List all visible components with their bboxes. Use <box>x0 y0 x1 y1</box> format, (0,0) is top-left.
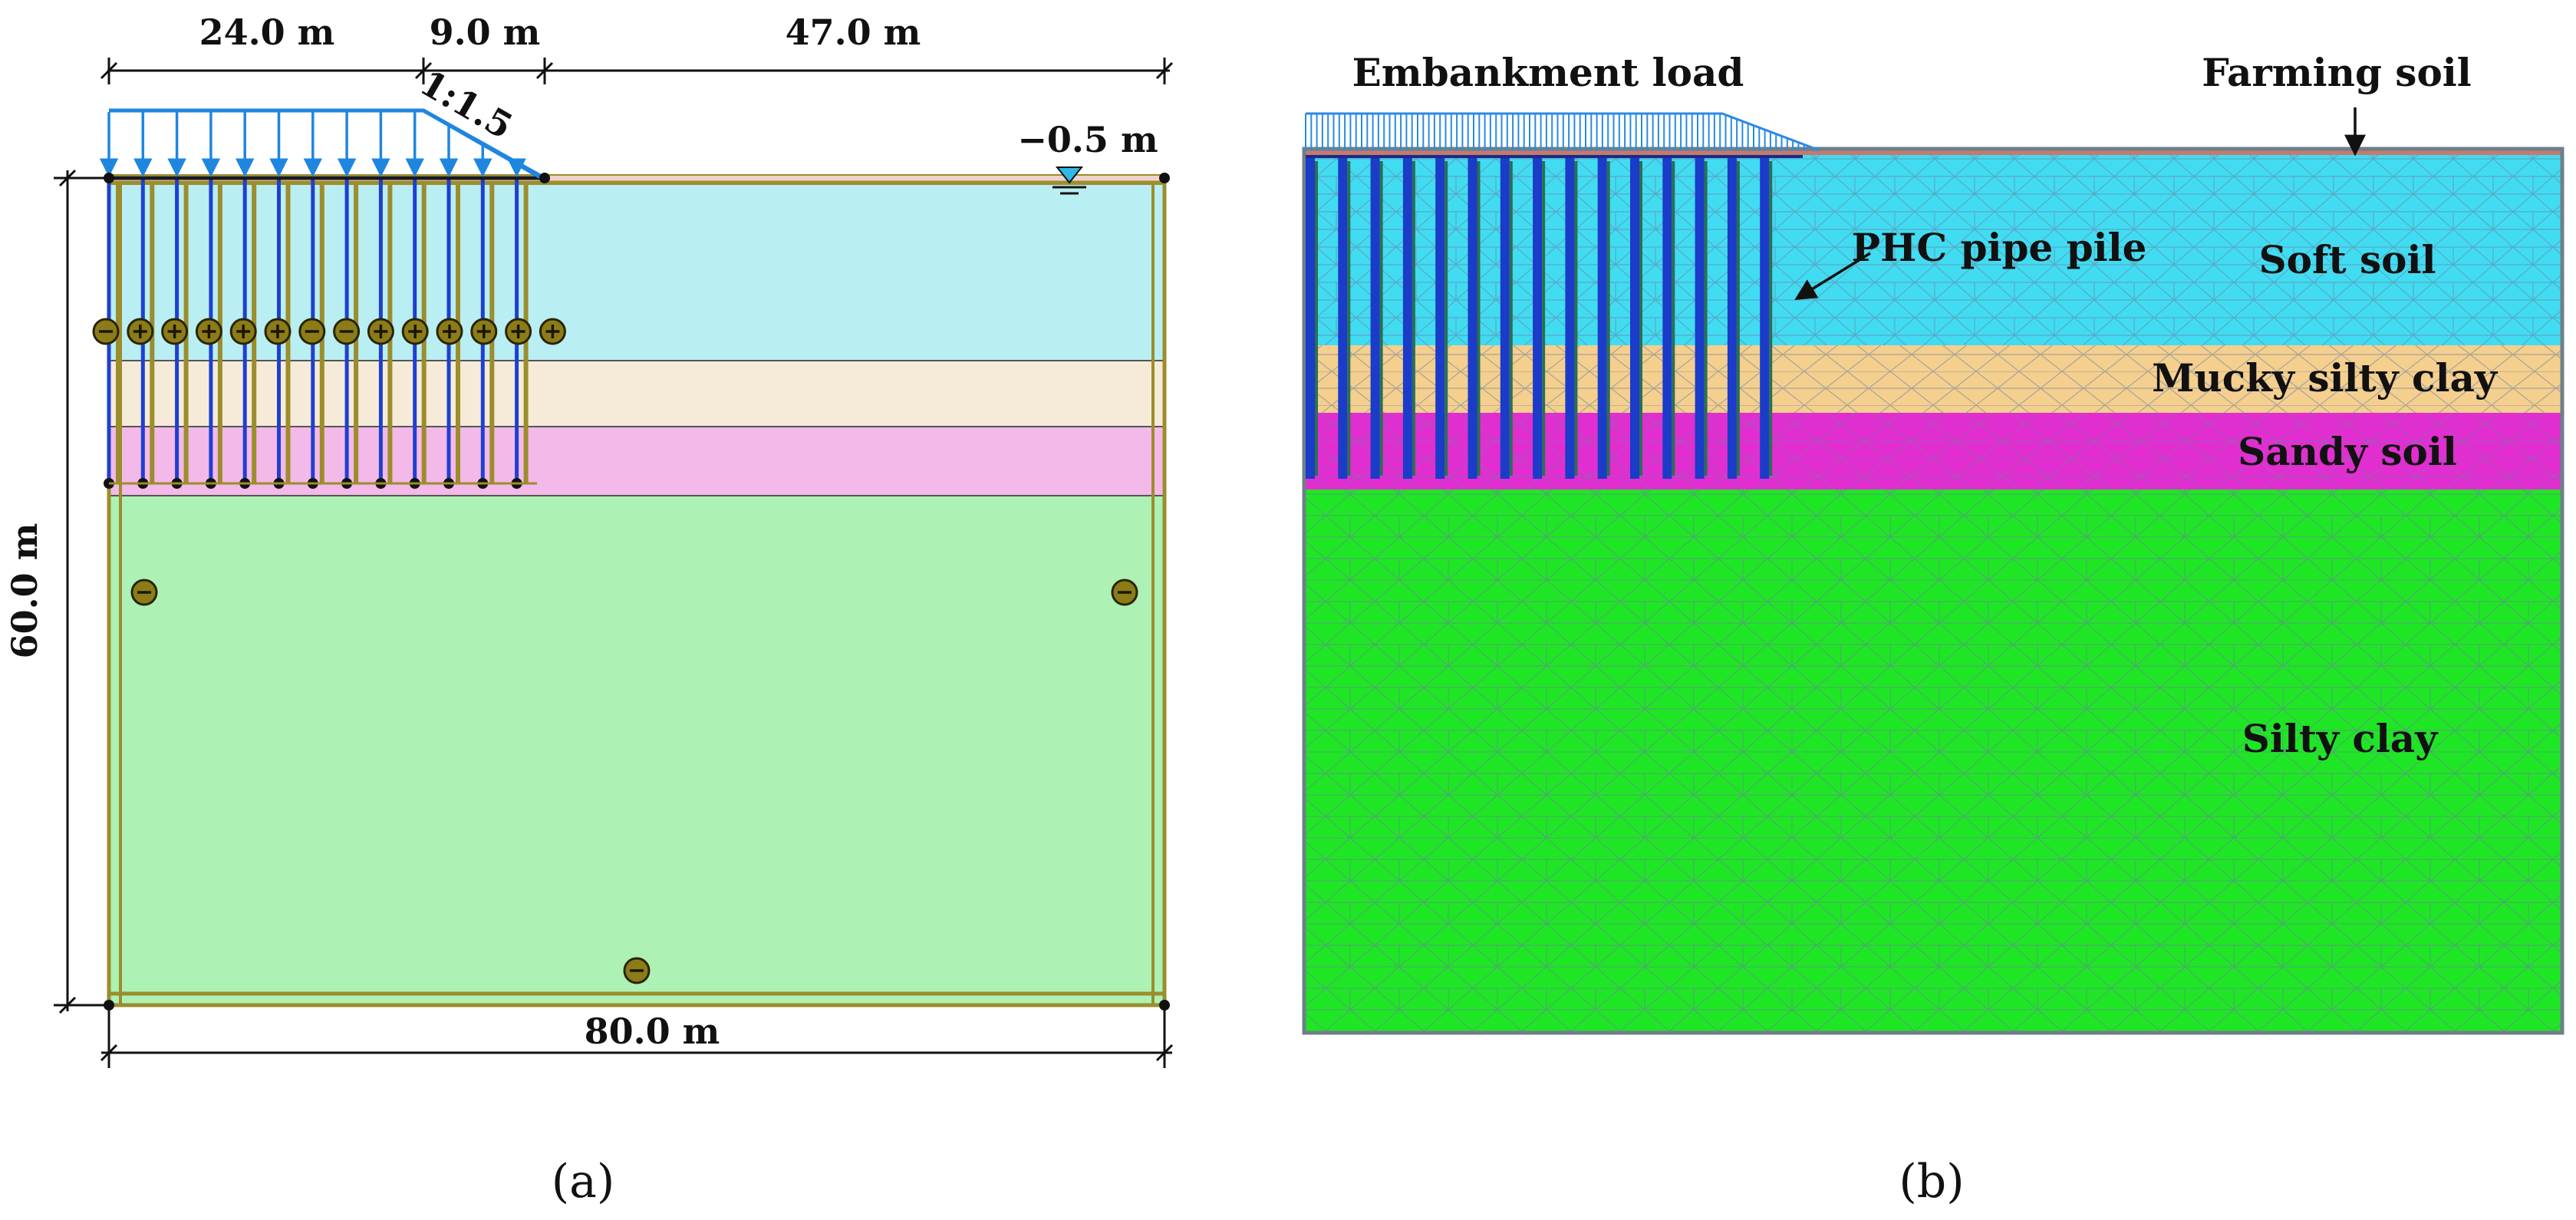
a-dim-60m: 60.0 m <box>4 523 45 659</box>
b-label-embankment-load: Embankment load <box>1352 50 1744 95</box>
a-anchor-symbol <box>229 318 257 345</box>
a-height-dimension <box>54 169 109 1014</box>
a-anchor-symbol <box>130 579 158 606</box>
a-water-level-label: −0.5 m <box>1017 119 1158 160</box>
b-pile <box>1306 157 1315 479</box>
b-label-silty-clay: Silty clay <box>2242 716 2439 761</box>
a-anchor-symbol <box>505 318 532 345</box>
a-anchor-symbol <box>623 957 651 984</box>
b-label-mucky-silty-clay: Mucky silty clay <box>2152 355 2499 401</box>
b-pile <box>1597 157 1607 479</box>
a-layer-silty-clay <box>109 496 1164 1005</box>
a-load-arrows <box>99 112 526 177</box>
a-model-boundary <box>107 180 1167 1007</box>
a-anchor-symbol <box>1111 579 1138 606</box>
a-anchor-symbol <box>367 318 394 345</box>
a-anchor-symbol <box>195 318 222 345</box>
a-dim-9m: 9.0 m <box>430 12 541 53</box>
a-width-dimension <box>100 1007 1174 1068</box>
b-pile <box>1370 157 1380 479</box>
a-anchor-points <box>92 318 1138 984</box>
a-anchor-symbol <box>539 318 566 345</box>
b-pile-group <box>1306 155 1803 479</box>
panel-a: −0.5 m 24.0 m 9.0 m 47.0 m 1:1.5 60.0 m <box>4 12 1174 1208</box>
b-pile <box>1500 157 1510 479</box>
b-caption: (b) <box>1899 1155 1964 1208</box>
a-anchor-symbol <box>436 318 463 345</box>
a-anchor-symbol <box>161 318 189 345</box>
b-pile <box>1338 157 1348 479</box>
b-pile <box>1402 157 1412 479</box>
b-label-phc-pipe-pile: PHC pipe pile <box>1852 225 2147 270</box>
b-pile <box>1468 157 1477 479</box>
b-pile-label-arrow <box>1794 252 1871 300</box>
a-caption: (a) <box>552 1155 615 1208</box>
b-pile <box>1727 157 1737 479</box>
a-anchor-symbol <box>333 318 361 345</box>
b-pile <box>1533 157 1543 479</box>
a-anchor-symbol <box>264 318 292 345</box>
b-load-arrows <box>1305 112 1820 152</box>
a-anchor-symbol <box>127 318 154 345</box>
a-anchor-symbol <box>298 318 326 345</box>
a-water-level-marker <box>1052 167 1086 195</box>
a-layer-mucky-silty-clay <box>109 361 1164 427</box>
b-model-boundary <box>1302 147 2564 1035</box>
a-dim-47m: 47.0 m <box>786 12 921 53</box>
panel-b: Embankment load Farming soil PHC pipe pi… <box>1302 50 2564 1208</box>
a-anchor-symbol <box>92 318 120 345</box>
b-pile <box>1565 157 1575 479</box>
b-pile <box>1630 157 1639 479</box>
a-anchor-symbol <box>401 318 429 345</box>
b-label-farming-soil: Farming soil <box>2202 50 2472 95</box>
b-farming-soil <box>1304 149 2562 155</box>
b-pile <box>1435 157 1445 479</box>
a-top-dimension <box>100 58 1174 84</box>
a-anchor-symbol <box>470 318 498 345</box>
a-dim-24m: 24.0 m <box>199 12 335 53</box>
a-dim-80m: 80.0 m <box>585 1011 720 1052</box>
b-pile <box>1695 157 1705 479</box>
b-pile <box>1760 157 1770 479</box>
b-label-soft-soil: Soft soil <box>2259 237 2436 282</box>
b-pile <box>1662 157 1672 479</box>
b-label-sandy-soil: Sandy soil <box>2238 429 2457 474</box>
a-layer-sandy-soil <box>109 427 1164 496</box>
